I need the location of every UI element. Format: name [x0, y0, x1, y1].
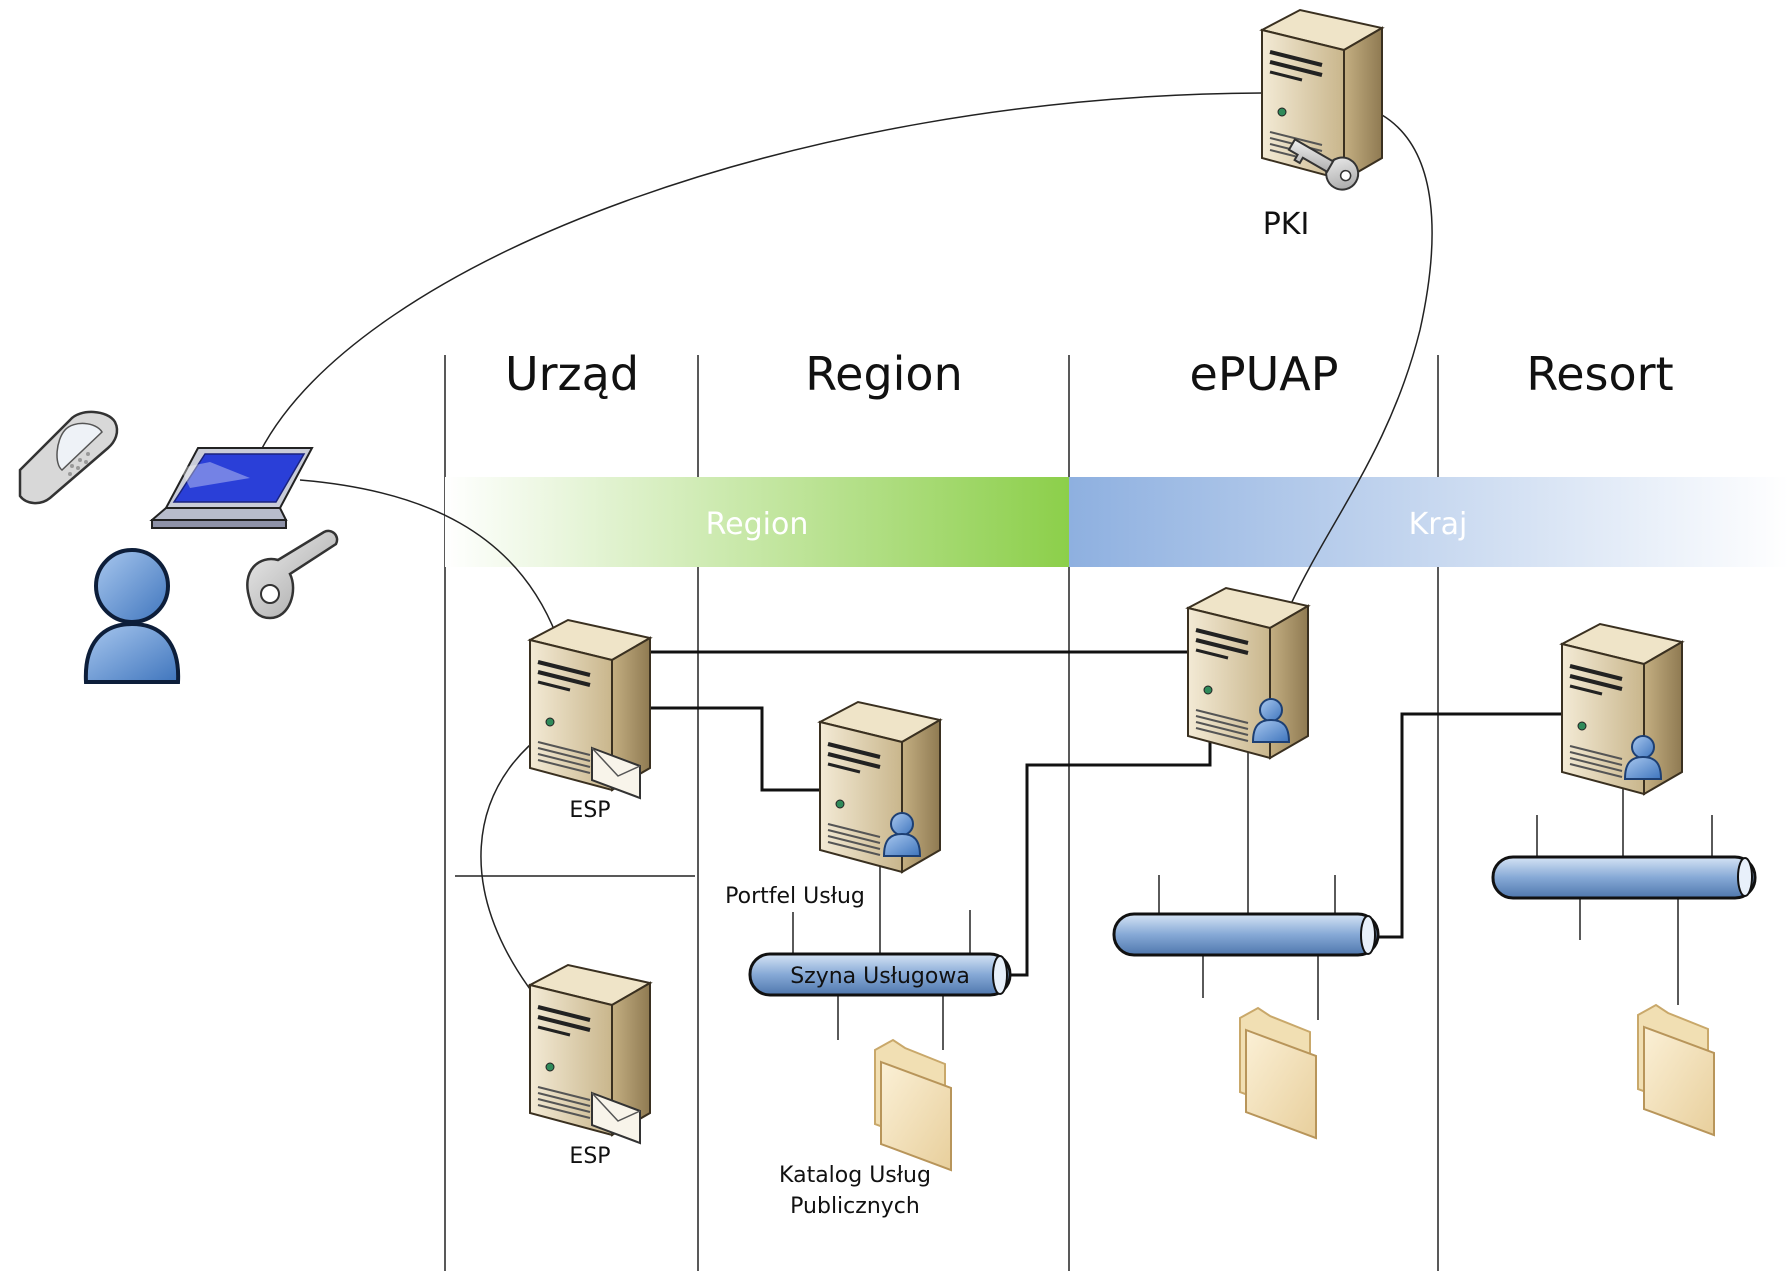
esp-label-top: ESP	[569, 798, 610, 823]
kraj-band	[1069, 477, 1789, 567]
service-bus-resort	[1491, 855, 1757, 900]
katalog-folder-icon	[874, 1039, 952, 1171]
service-bus-label: Szyna Usługowa	[790, 964, 970, 989]
kraj-band-label: Kraj	[1409, 507, 1468, 542]
resort-folder-icon	[1637, 1004, 1715, 1136]
mobile-phone-icon	[18, 410, 119, 505]
pki-key-icon	[1287, 138, 1360, 191]
region-band	[445, 477, 1069, 567]
portfel-server-icon	[818, 700, 942, 874]
service-bus-epuap	[1112, 912, 1380, 957]
katalog-label-line1: Katalog Usług	[779, 1163, 931, 1188]
key-icon	[246, 529, 339, 620]
column-title-resort: Resort	[1526, 347, 1673, 401]
pki-label: PKI	[1263, 207, 1310, 242]
katalog-label-line2: Publicznych	[790, 1194, 920, 1219]
resort-server-icon	[1560, 622, 1684, 796]
bus-taps	[792, 745, 1713, 1050]
service-bus-region: Szyna Usługowa	[748, 952, 1012, 997]
column-title-urzad: Urząd	[505, 347, 639, 401]
column-title-region: Region	[805, 347, 962, 401]
region-band-label: Region	[706, 507, 809, 542]
curved-connections	[259, 92, 1433, 1056]
portfel-label: Portfel Usług	[725, 884, 865, 909]
epuap-server-icon	[1186, 586, 1310, 760]
esp-label-bottom: ESP	[569, 1144, 610, 1169]
user-person-icon	[83, 548, 181, 684]
laptop-icon	[149, 447, 314, 529]
column-title-epuap: ePUAP	[1190, 347, 1339, 401]
epuap-folder-icon	[1239, 1007, 1317, 1139]
network-links	[650, 650, 1562, 977]
